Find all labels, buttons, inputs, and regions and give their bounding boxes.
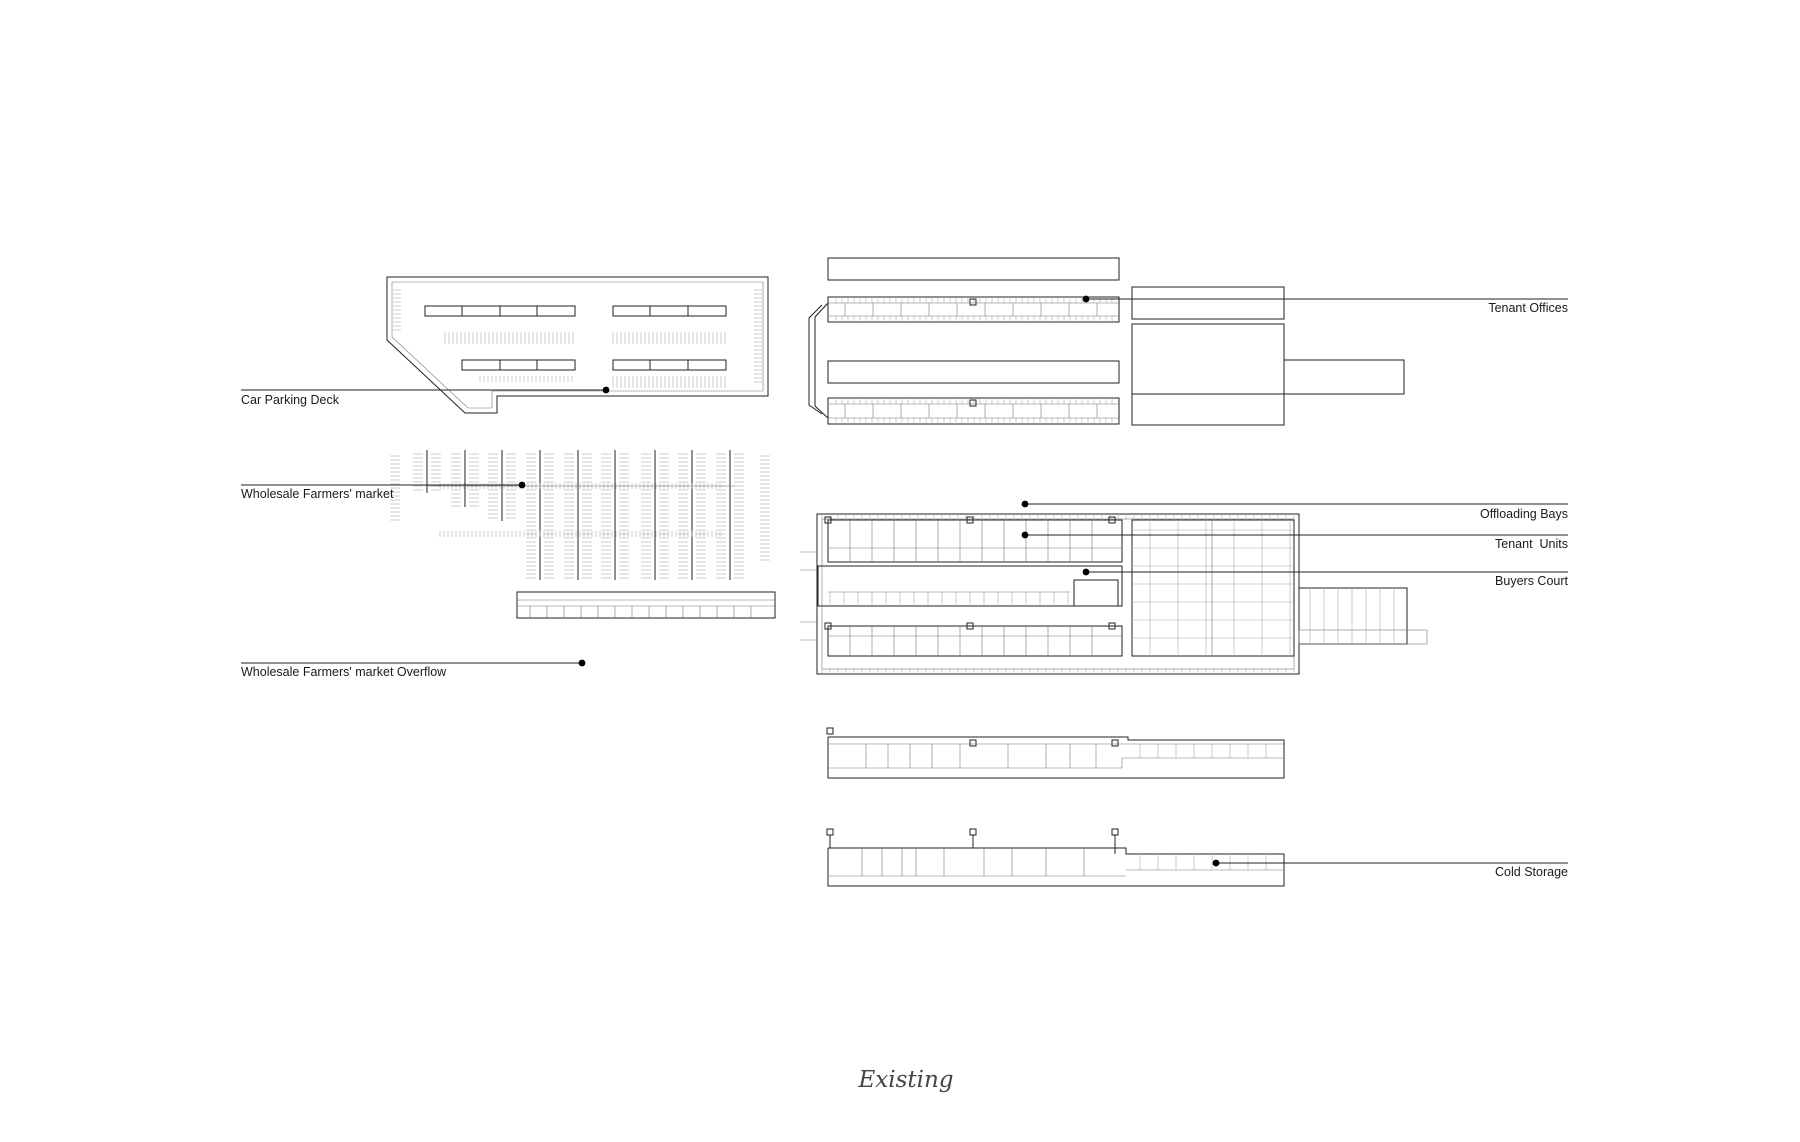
cold-storage-plan [826,828,1285,887]
tenant-offices-plan [808,257,1405,426]
wholesale-farmers-market-plan [390,450,776,619]
buyers-court-label: Buyers Court [1495,574,1568,588]
car-parking-deck-label: Car Parking Deck [241,393,340,407]
wholesale-farmers-market-overflow-label: Wholesale Farmers' market Overflow [241,665,447,679]
tenant-offices-label: Tenant Offices [1488,301,1568,315]
buyers-court-marker [1082,568,1090,576]
farmers-market-marker [518,481,526,489]
tenant-offices-marker [1082,295,1090,303]
tenant-units-marker [1021,531,1029,539]
tenant-units-label: Tenant Units [1495,537,1568,551]
labels: Car Parking Deck Wholesale Farmers' mark… [241,301,1569,1093]
cold-storage-label: Cold Storage [1495,865,1568,879]
car-parking-deck-plan [386,276,769,414]
car-parking-deck-marker [602,386,610,394]
offloading-bays-marker [1021,500,1029,508]
offloading-bays-label: Offloading Bays [1480,507,1568,521]
main-market-hall-plan [800,513,1428,675]
caption: Existing [857,1067,953,1093]
storage-level-plan [826,727,1285,779]
leader-lines [241,295,1568,867]
cold-storage-marker [1212,859,1220,867]
farmers-market-overflow-marker [578,659,586,667]
wholesale-farmers-market-label: Wholesale Farmers' market [241,487,394,501]
